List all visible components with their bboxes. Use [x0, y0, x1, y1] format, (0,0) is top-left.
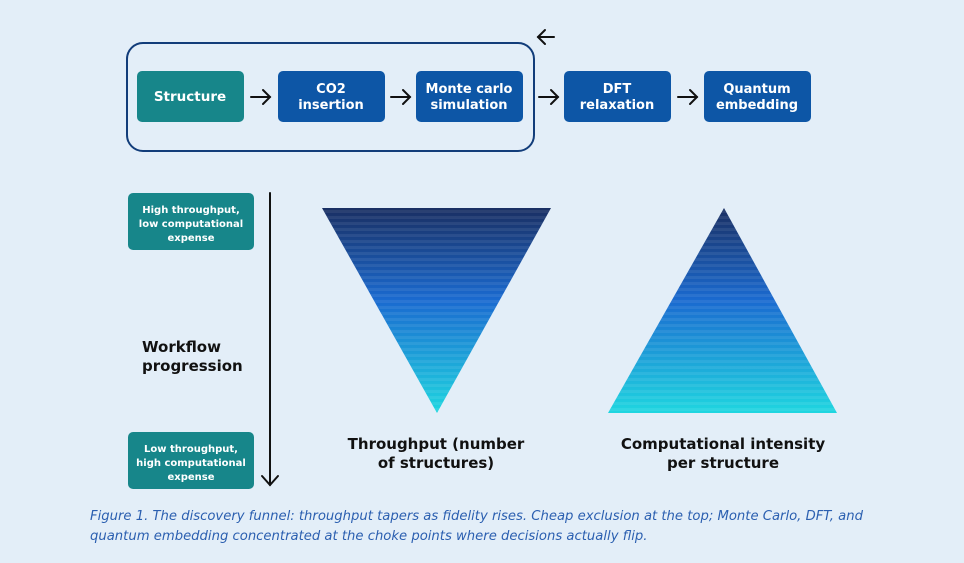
pipeline-arrow	[677, 89, 699, 105]
step-label-line2: relaxation	[580, 98, 654, 113]
workflow-label-line1: Workflow	[142, 338, 221, 356]
info-box	[128, 193, 254, 250]
workflow-top-box: High throughput, low computational expen…	[128, 193, 254, 250]
info-line3: expense	[167, 472, 214, 483]
intensity-label-line2: per structure	[667, 454, 779, 472]
step-label: Structure	[154, 89, 226, 105]
pipeline-step-structure: Structure	[137, 71, 244, 122]
step-label-line2: insertion	[298, 98, 364, 113]
info-box	[128, 432, 254, 489]
step-label-line1: CO2	[316, 82, 346, 97]
workflow-label-line2: progression	[142, 357, 243, 375]
step-label-line1: Quantum	[723, 82, 790, 97]
workflow-progression-arrow	[261, 192, 279, 487]
step-label-line2: embedding	[716, 98, 798, 113]
intensity-triangle	[608, 208, 837, 413]
figure-caption: Figure 1. The discovery funnel: throughp…	[90, 509, 863, 544]
cheap-stage-group-outline	[126, 42, 535, 152]
info-line2: high computational	[136, 458, 246, 469]
step-box	[704, 71, 811, 122]
step-box	[278, 71, 385, 122]
step-box	[137, 71, 244, 122]
pipeline-step-quantum-embedding: Quantum embedding	[704, 71, 811, 122]
pipeline-arrow	[250, 89, 272, 105]
pipeline-step-dft-relaxation: DFT relaxation	[564, 71, 671, 122]
throughput-inverted-triangle	[322, 208, 551, 413]
info-line2: low computational	[139, 219, 243, 230]
workflow-bottom-box: Low throughput, high computational expen…	[128, 432, 254, 489]
pipeline-step-monte-carlo: Monte carlo simulation	[416, 71, 523, 122]
step-label-line2: simulation	[430, 98, 507, 113]
pipeline-arrow	[390, 89, 412, 105]
throughput-label-line1: Throughput (number	[348, 435, 525, 453]
intensity-label-line1: Computational intensity	[621, 435, 826, 453]
step-box	[564, 71, 671, 122]
step-box	[416, 71, 523, 122]
pipeline-arrow	[538, 89, 560, 105]
throughput-label-line2: of structures)	[378, 454, 494, 472]
step-label-line1: Monte carlo	[426, 82, 513, 97]
pipeline-step-co2-insertion: CO2 insertion	[278, 71, 385, 122]
info-line1: High throughput,	[142, 205, 240, 216]
return-arrow-icon	[536, 29, 555, 45]
info-line1: Low throughput,	[144, 444, 238, 455]
step-label-line1: DFT	[603, 82, 632, 97]
info-line3: expense	[167, 233, 214, 244]
